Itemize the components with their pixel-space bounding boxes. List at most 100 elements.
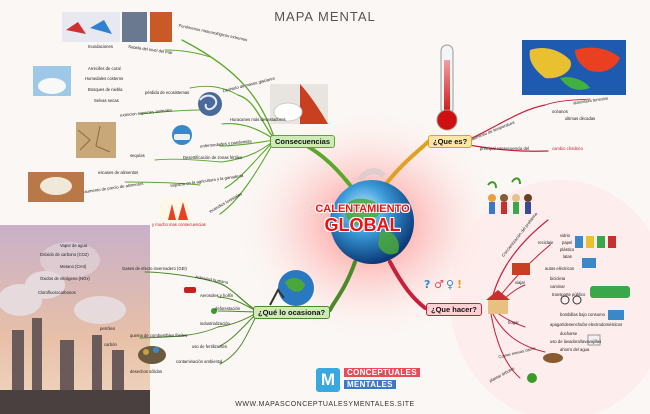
link-aumento-temp [467, 104, 546, 141]
link-deshielo [237, 94, 276, 141]
smoke-clouds [0, 242, 126, 324]
food-bowl-image [28, 172, 84, 202]
link-fenomenos [181, 39, 276, 141]
tree-planting-icon [527, 373, 537, 383]
link-principal [467, 144, 549, 152]
label-transporte: transporte público [552, 292, 586, 297]
central-title-line1: CALENTAMIENTO [315, 203, 410, 215]
label-desertificacion: Desertificación de zonas fértiles [183, 155, 243, 160]
label-reciclaje: reciclaje [538, 240, 554, 245]
svg-text:♀: ♀ [446, 278, 454, 291]
label-escases: escases de alimentos [98, 170, 139, 175]
polar-bear-fire-image [270, 84, 328, 124]
recycle-bins-icons [575, 236, 616, 248]
node-que-hacer: ¿Que hacer? [426, 303, 482, 316]
central-globe [330, 168, 414, 264]
label-humedales: Humedales costeros [85, 76, 124, 81]
main-branch-que-es [383, 138, 432, 187]
link-gases [144, 271, 216, 283]
drought-image [76, 122, 116, 158]
world-heat-map-image [522, 40, 626, 95]
label-bosques: Bosques de niebla [88, 87, 123, 92]
link-incendios [219, 139, 276, 215]
label-gases: Gases de efecto invernadero (GEI) [122, 266, 187, 271]
label-mayor: y mucho mas consecuencias [152, 222, 206, 227]
main-branch-que-hacer [388, 260, 427, 310]
household-icons [587, 310, 624, 346]
label-aerosoles: Aerosoles y hollín [200, 293, 234, 298]
car-icon [184, 287, 196, 293]
central-title: CALENTAMIENTO GLOBAL [300, 203, 425, 236]
link-quema [139, 326, 219, 339]
label-dioxido: Dióxido de carbono (CO2) [40, 252, 89, 257]
node-que-ocasiona: ¿Qué lo ocasiona? [253, 306, 331, 319]
house-icon [486, 290, 510, 314]
label-contaminacion: contaminación ambiental [176, 359, 223, 364]
label-perdida: pérdida de ecosistemas [145, 90, 190, 95]
forest-fire-icon [160, 198, 190, 222]
trash-pile-image [138, 346, 166, 364]
site-logo: M CONCEPTUALES MENTALES [316, 366, 422, 394]
link-contaminacion [219, 311, 259, 365]
page-title: MAPA MENTAL [274, 9, 376, 24]
label-apagar: apagar/desenchufar electrodomésticos [550, 322, 623, 327]
label-vapor: Vapor de agua [60, 243, 88, 248]
label-petroleo: petróleo [100, 326, 116, 331]
label-carbon: carbón [104, 342, 117, 347]
label-papel: papel [562, 240, 573, 245]
label-lavadora: uso de lavadora/lavavajillas [550, 339, 602, 344]
label-viajar: viajar [515, 280, 526, 285]
label-desechos: desechos sólidos [130, 369, 163, 374]
tree-icon [211, 308, 217, 314]
label-deforestacion: deforestación [215, 306, 241, 311]
label-vidrio: vidrio [560, 233, 571, 238]
node-consecuencias: Consecuencias [270, 135, 336, 148]
label-quema: quema de combustibles fósiles [130, 333, 188, 338]
people-banners-image [487, 177, 532, 214]
link-impacto [224, 139, 276, 189]
label-ducharse: ducharse [560, 331, 578, 336]
node-que-es: ¿Que es? [428, 135, 473, 148]
label-huracanes: Huracanes más devastadores [230, 117, 286, 122]
thermometer-image [436, 44, 458, 131]
label-cloro: Clorofluorocarbonos [38, 290, 76, 295]
svg-text:?: ? [424, 278, 430, 291]
label-ultimas: ultimas décadas [565, 116, 596, 121]
label-bicicleta: bicicleta [550, 276, 566, 281]
link-plantar [489, 307, 521, 379]
logo-mark: M [316, 368, 340, 392]
main-branch-ocasiona [328, 260, 357, 312]
label-plastico: plástico [560, 247, 575, 252]
label-sequias: sequías [130, 153, 145, 158]
man-pushing-globe-image [269, 270, 314, 306]
label-autos: autos eléctricos [545, 266, 575, 271]
label-bombillas: bombillas bajo consumo [560, 312, 605, 317]
link-perdida [189, 85, 239, 96]
link-extincion [139, 109, 201, 115]
label-uso-fertilizantes: uso de fertilizantes [192, 344, 227, 349]
link-subida [164, 49, 211, 58]
globe-mask-image [172, 125, 192, 145]
label-principal: principal consecuencia del [480, 146, 530, 151]
label-metano: Metano (CH4) [60, 264, 87, 269]
link-deforestacion [217, 310, 259, 313]
label-oxidos: Óxidos de nitrógeno (NOx) [40, 276, 90, 281]
label-latas: latas [563, 254, 572, 259]
label-hogar: hogar [508, 320, 519, 325]
label-arrecifes: Arrecifes de coral [88, 66, 121, 71]
polar-bear-image [33, 66, 71, 96]
logo-line2: MENTALES [344, 380, 396, 389]
link-sequias [154, 158, 223, 163]
link-atmosfera [544, 98, 591, 106]
transport-icons [512, 258, 630, 305]
cow-icon [543, 353, 563, 363]
factory-chimneys [0, 318, 150, 414]
site-url: WWW.MAPASCONCEPTUALESYMENTALES.SITE [235, 401, 415, 408]
question-symbols-icons: ? ♂ ♀ ! [424, 278, 462, 291]
label-selvas: Selvas secas [94, 98, 119, 103]
logo-line1: CONCEPTUALES [344, 368, 420, 377]
link-escases [124, 181, 201, 186]
svg-text:♂: ♂ [434, 278, 444, 291]
